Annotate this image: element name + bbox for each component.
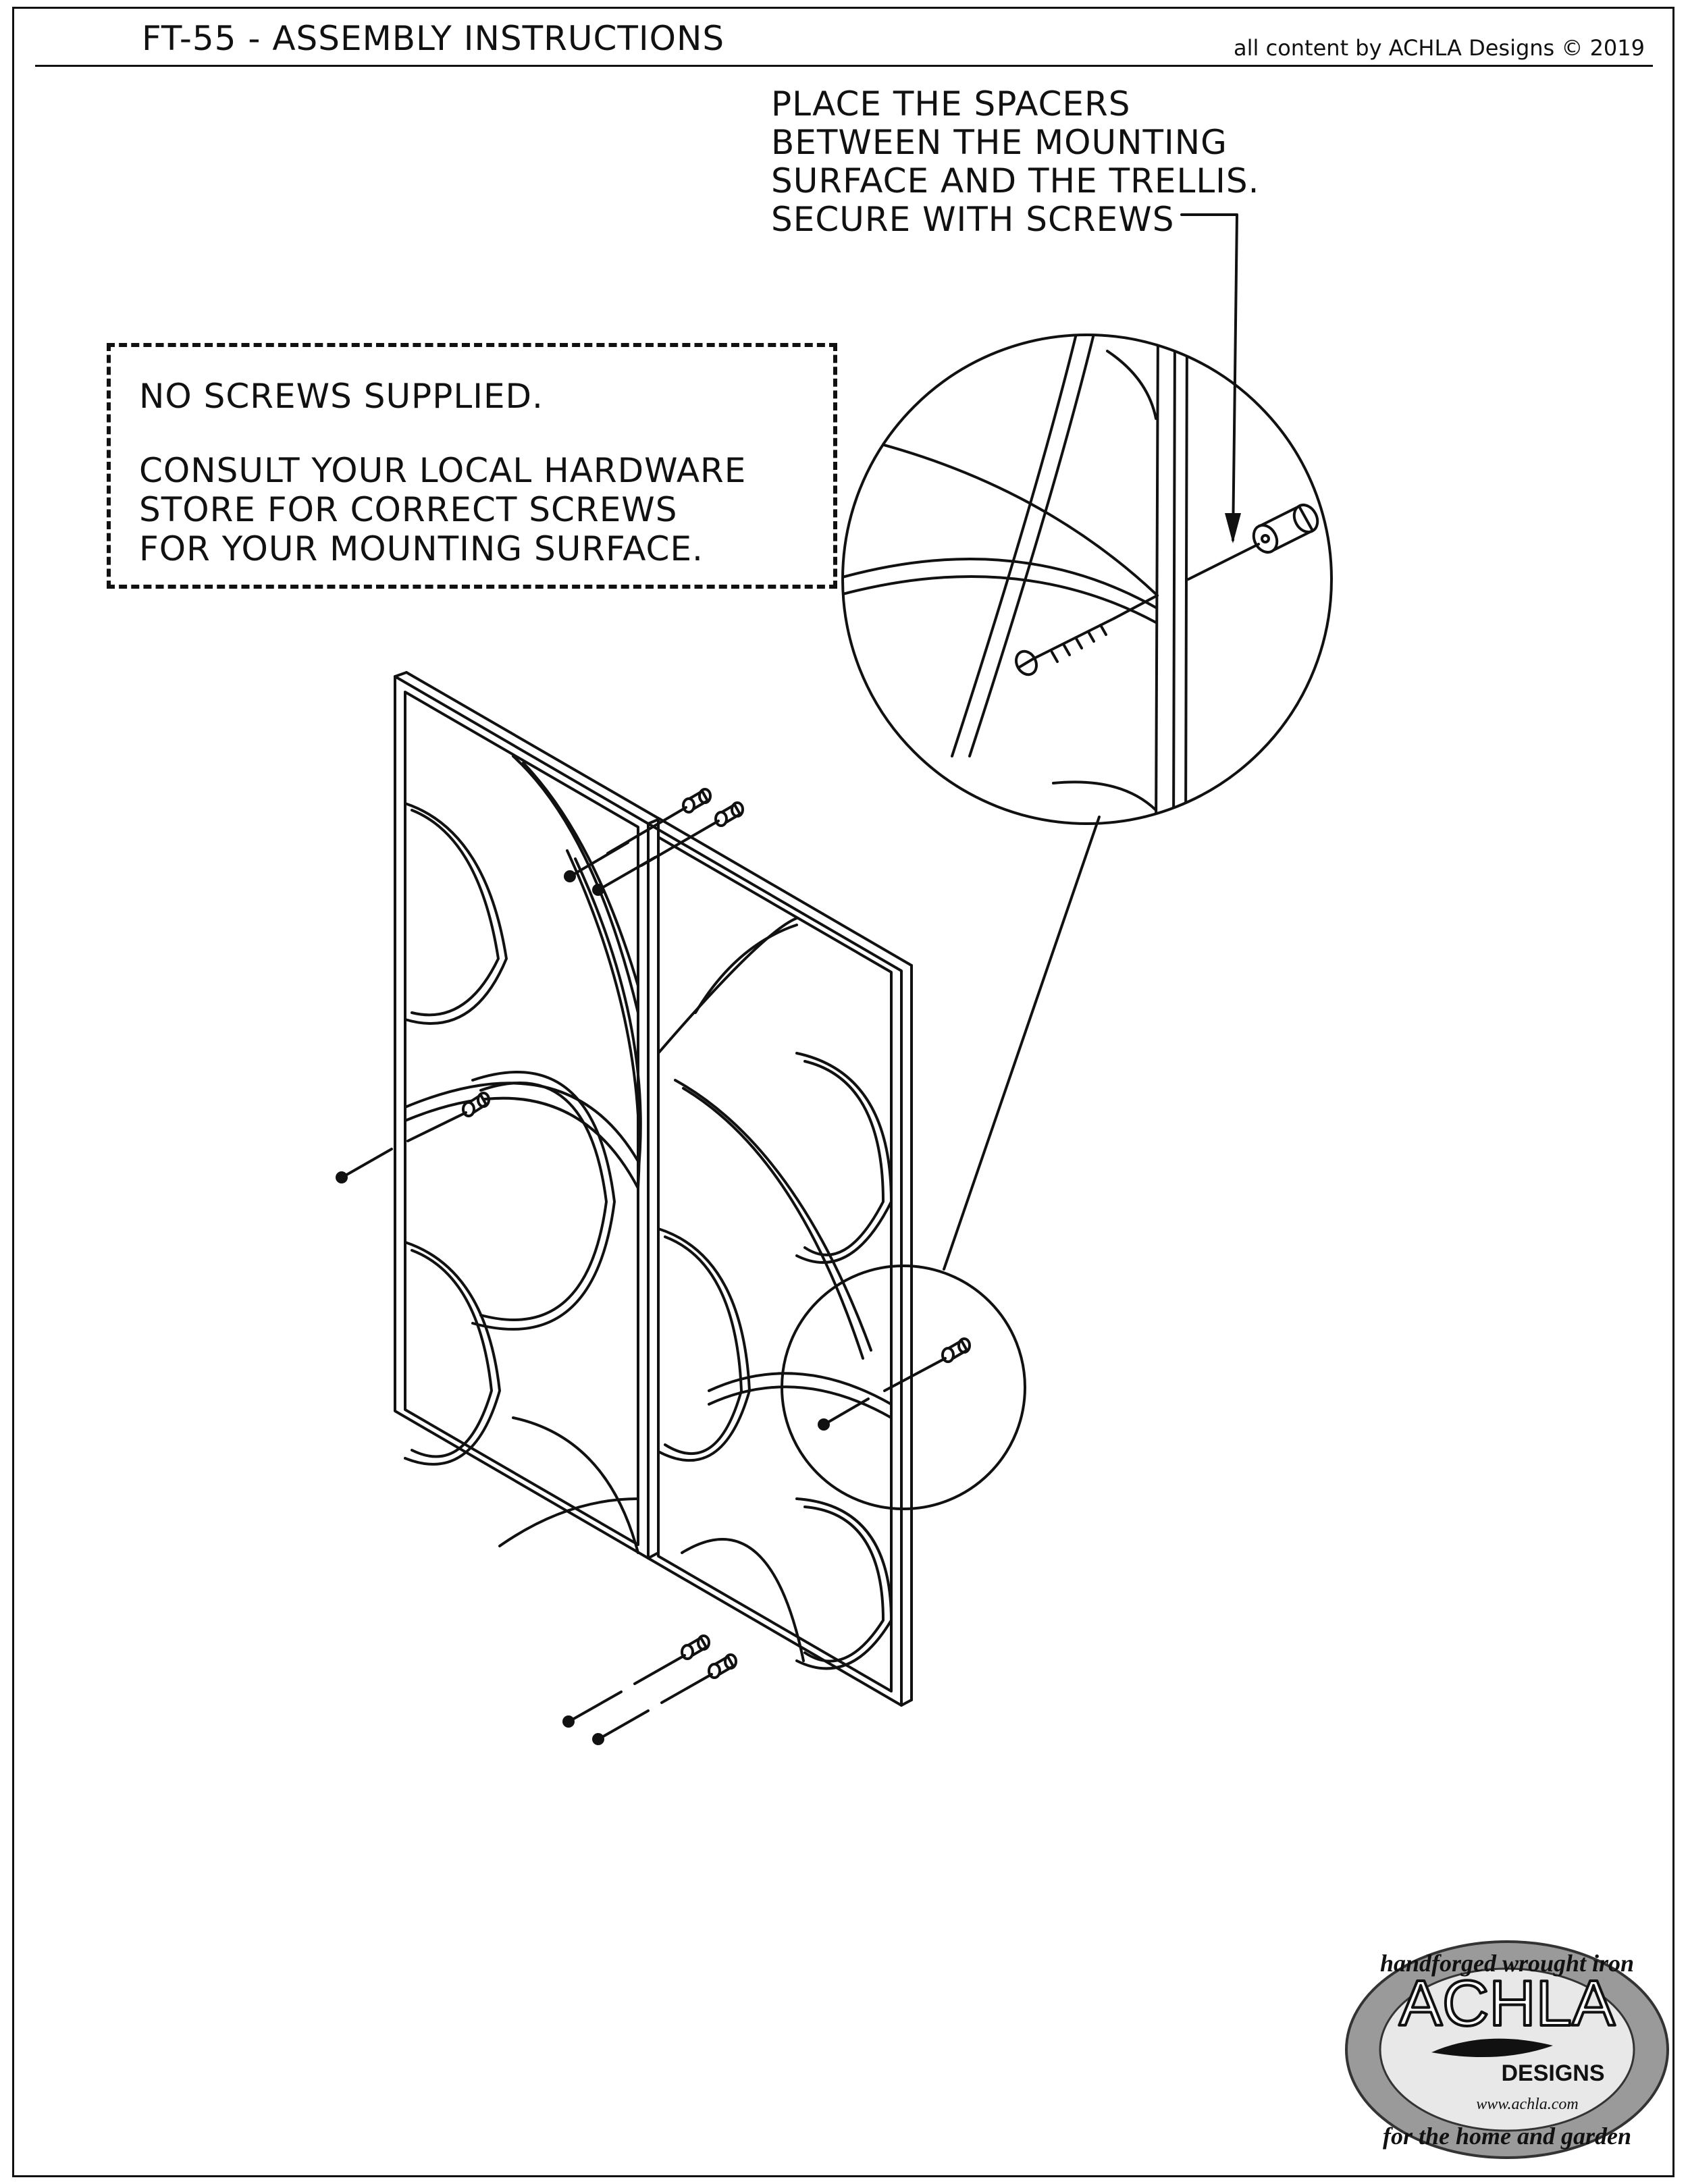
- svg-text:for the home and garden: for the home and garden: [1383, 2123, 1631, 2150]
- spacer-icon: [681, 1634, 710, 1660]
- instruction-line: SURFACE AND THE TRELLIS.: [771, 161, 1260, 201]
- svg-text:handforged wrought iron: handforged wrought iron: [1380, 1950, 1634, 1977]
- screw-icon: [1015, 594, 1159, 676]
- spacer-icon: [941, 1337, 971, 1363]
- trellis-panel-right: [647, 818, 913, 1707]
- instruction-callout: PLACE THE SPACERS BETWEEN THE MOUNTING S…: [771, 85, 1260, 239]
- detail-magnifier: [841, 334, 1333, 825]
- note-line: STORE FOR CORRECT SCREWS: [139, 490, 678, 529]
- screw-icon: [818, 1357, 947, 1431]
- screw-icon: [592, 820, 720, 896]
- header-divider: [35, 65, 1653, 67]
- note-line: NO SCREWS SUPPLIED.: [139, 377, 544, 416]
- svg-text:DESIGNS: DESIGNS: [1501, 2060, 1604, 2086]
- instruction-line: BETWEEN THE MOUNTING: [771, 123, 1228, 162]
- spacer-icon: [1252, 503, 1319, 554]
- svg-text:www.achla.com: www.achla.com: [1476, 2096, 1579, 2113]
- trellis-panel-left: [394, 671, 660, 1560]
- page-border: [12, 7, 1674, 2177]
- instruction-line: SECURE WITH SCREWS: [771, 200, 1175, 239]
- detail-callout-circle: [781, 1264, 1026, 1510]
- spacer-icon: [462, 1092, 490, 1117]
- screw-icon: [336, 1111, 467, 1183]
- hardware-note-box: NO SCREWS SUPPLIED. CONSULT YOUR LOCAL H…: [107, 343, 837, 589]
- spacer-icon: [708, 1653, 737, 1679]
- screw-icon: [562, 1654, 686, 1728]
- note-line: FOR YOUR MOUNTING SURFACE.: [139, 529, 704, 568]
- instruction-line: PLACE THE SPACERS: [771, 84, 1131, 124]
- magnifier-leader-line: [943, 816, 1101, 1271]
- document-title: FT-55 - ASSEMBLY INSTRUCTIONS: [142, 19, 725, 58]
- screw-icon: [564, 806, 687, 882]
- note-line: CONSULT YOUR LOCAL HARDWARE: [139, 451, 747, 490]
- instruction-leader-line: [1180, 213, 1241, 543]
- spacer-icon: [682, 788, 712, 814]
- achla-logo: ACHLA DESIGNS www.achla.com handforged w…: [1345, 1940, 1669, 2159]
- screw-icon: [592, 1673, 713, 1745]
- spacer-icon: [714, 801, 744, 827]
- svg-text:ACHLA: ACHLA: [1399, 1967, 1615, 2040]
- copyright-notice: all content by ACHLA Designs © 2019: [1234, 35, 1645, 61]
